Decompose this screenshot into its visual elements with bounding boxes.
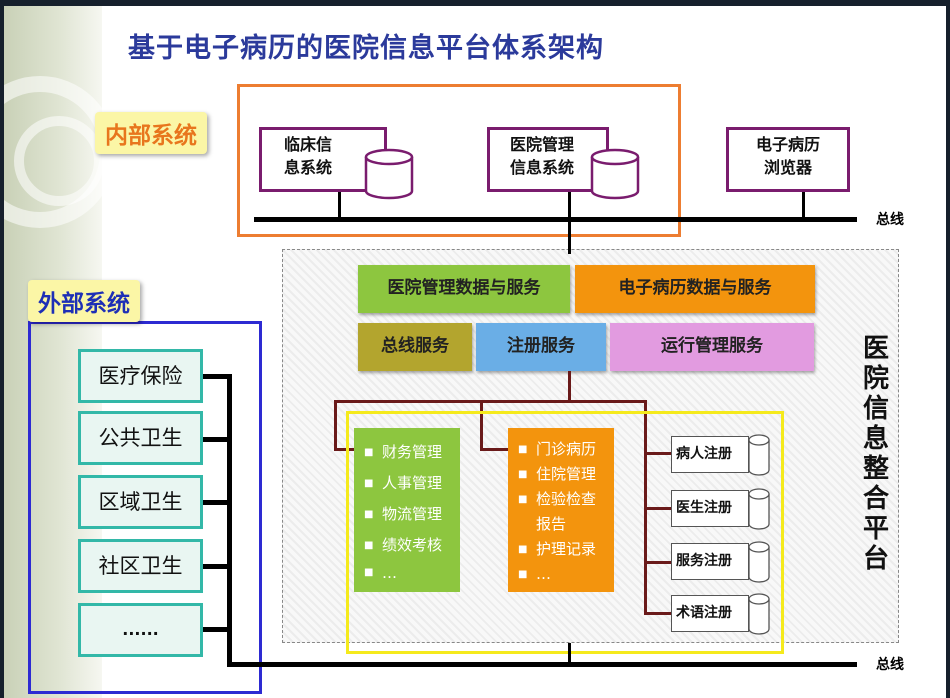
- connector: [644, 507, 671, 510]
- connector: [203, 500, 231, 505]
- list-item: 报告: [536, 515, 567, 533]
- emr-browser-line2: 浏览器: [763, 158, 812, 177]
- connector: [203, 374, 231, 379]
- database-cylinder-icon: [748, 434, 770, 476]
- decorative-circle: [14, 116, 104, 206]
- list-item: 检验检查: [518, 487, 614, 512]
- connector: [203, 627, 231, 632]
- registry-service: 注册服务: [476, 323, 606, 371]
- list-item: 住院管理: [518, 462, 614, 487]
- database-cylinder-icon: [364, 148, 414, 200]
- connector: [334, 400, 337, 450]
- internal-systems-label: 内部系统: [95, 112, 207, 154]
- connector: [203, 437, 231, 442]
- external-systems-label: 外部系统: [28, 280, 140, 322]
- list-item: 护理记录: [518, 537, 614, 562]
- emr-browser: 电子病历 浏览器: [726, 127, 850, 192]
- hospital-mgmt-data-service: 医院管理数据与服务: [358, 265, 570, 313]
- service-registry: 服务注册: [671, 543, 749, 580]
- emr-browser-line1: 电子病历: [755, 135, 820, 154]
- doctor-registry: 医生注册: [671, 490, 749, 527]
- mgmt-function-list: 财务管理 人事管理 物流管理 绩效考核 …: [354, 428, 460, 592]
- clinical-info-system-line1: 临床信: [284, 135, 333, 154]
- slide: 基于电子病历的医院信息平台体系架构 内部系统 外部系统 总线 临床信 息系统 医…: [4, 6, 946, 698]
- database-cylinder-icon: [748, 541, 770, 583]
- clinical-info-system-line2: 息系统: [284, 158, 333, 177]
- internal-systems-frame: [237, 84, 681, 237]
- list-item: 门诊病历: [518, 437, 614, 462]
- external-system-box: 区域卫生: [78, 475, 203, 529]
- connector: [568, 192, 571, 254]
- connector: [338, 192, 341, 218]
- connector: [203, 564, 231, 569]
- connector: [644, 561, 671, 564]
- bottom-bus-label: 总线: [876, 657, 904, 673]
- connector: [802, 192, 805, 218]
- list-item: 绩效考核: [364, 530, 460, 561]
- business-area-frame: [346, 411, 784, 654]
- list-item: …: [518, 562, 614, 587]
- connector: [568, 371, 571, 401]
- list-item: 物流管理: [364, 499, 460, 530]
- hospital-mgmt-info-system-line1: 医院管理: [510, 135, 575, 154]
- external-systems-frame: [28, 321, 262, 694]
- bottom-bus-line: [227, 662, 857, 667]
- external-system-box: ......: [78, 603, 203, 657]
- connector: [568, 643, 571, 663]
- page-title: 基于电子病历的医院信息平台体系架构: [128, 33, 604, 64]
- external-system-box: 社区卫生: [78, 539, 203, 593]
- database-cylinder-icon: [748, 488, 770, 530]
- connector: [227, 374, 232, 666]
- connector: [480, 448, 508, 451]
- database-cylinder-icon: [748, 593, 770, 635]
- connector: [480, 400, 483, 450]
- ops-mgmt-service: 运行管理服务: [610, 323, 814, 371]
- list-item: …: [364, 561, 460, 585]
- external-system-box: 公共卫生: [78, 411, 203, 465]
- patient-registry: 病人注册: [671, 436, 749, 473]
- emr-data-service: 电子病历数据与服务: [575, 265, 815, 313]
- connector: [334, 400, 646, 403]
- terminology-registry: 术语注册: [671, 595, 749, 632]
- database-cylinder-icon: [590, 148, 640, 200]
- external-system-box: 医疗保险: [78, 349, 203, 403]
- top-bus-line: [254, 217, 857, 222]
- top-bus-label: 总线: [876, 212, 904, 228]
- connector: [334, 448, 354, 451]
- connector: [644, 612, 671, 615]
- hospital-mgmt-info-system-line2: 信息系统: [510, 158, 575, 177]
- platform-title: 医院信息整合平台: [862, 334, 889, 574]
- bus-service: 总线服务: [358, 323, 472, 371]
- list-item: 人事管理: [364, 468, 460, 499]
- connector: [644, 452, 671, 455]
- list-item: 财务管理: [364, 437, 460, 468]
- emr-function-list: 门诊病历 住院管理 检验检查 报告 护理记录 …: [508, 428, 614, 592]
